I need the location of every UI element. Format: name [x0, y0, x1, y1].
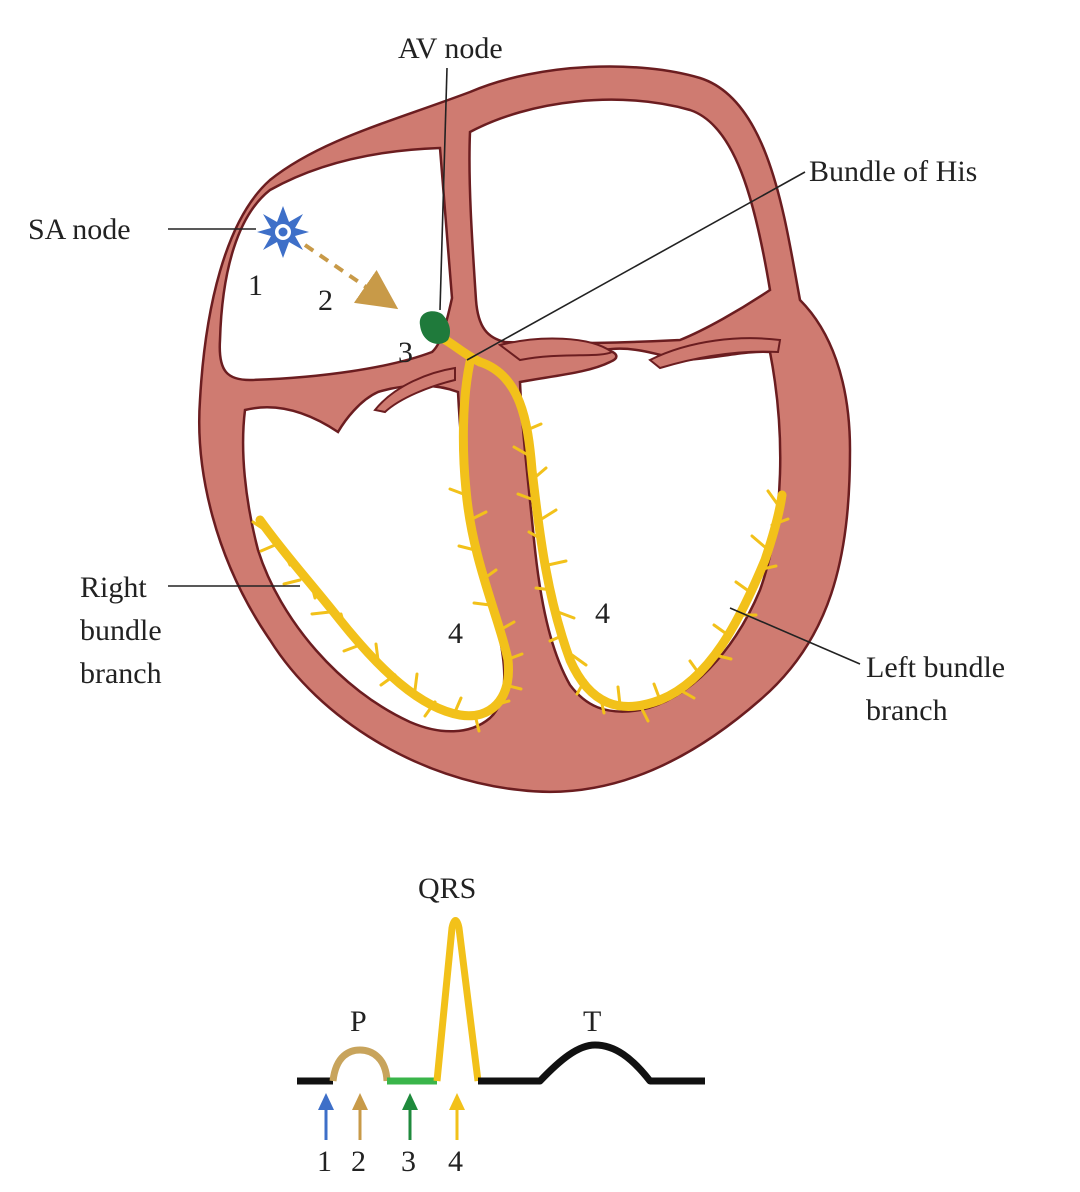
- ecg-trace: [297, 917, 705, 1085]
- ecg-p-label: P: [350, 1005, 367, 1038]
- ecg-arrow-4-label: 4: [448, 1145, 463, 1178]
- ecg-arrow-3-label: 3: [401, 1145, 416, 1178]
- ecg-arrow-1: [318, 1093, 334, 1140]
- left-bundle-label-2: branch: [866, 694, 948, 727]
- ecg-qrs-label: QRS: [418, 872, 476, 905]
- ecg-st-and-t-wave: [478, 1041, 705, 1085]
- sa-node-icon: [257, 206, 309, 258]
- av-node-label: AV node: [398, 32, 503, 65]
- leader-lines: [168, 67, 861, 665]
- right-bundle-label-1: Right: [80, 571, 147, 604]
- ecg-arrow-2-label: 2: [351, 1145, 366, 1178]
- ecg-arrow-3: [402, 1093, 418, 1140]
- right-bundle-label-3: branch: [80, 657, 162, 690]
- mitral-leaflet: [497, 337, 614, 362]
- step-3-label: 3: [398, 336, 413, 369]
- right-bundle-branch-main: [255, 357, 513, 721]
- left-bundle-branch-main: [475, 357, 787, 711]
- step-1-label: 1: [248, 269, 263, 302]
- ecg-p-wave: [329, 1046, 391, 1082]
- av-node: [419, 311, 450, 344]
- right-valve-flap: [373, 366, 456, 414]
- step-2-label: 2: [318, 284, 333, 317]
- left-bundle-label-1: Left bundle: [866, 651, 1005, 684]
- ecg-qrs-complex: [433, 917, 482, 1082]
- sa-node-label: SA node: [28, 213, 131, 246]
- left-atrium-cavity: [468, 98, 772, 345]
- conduction-system: [251, 333, 790, 733]
- right-bundle-label-2: bundle: [80, 614, 162, 647]
- bundle-of-his-label: Bundle of His: [809, 155, 977, 188]
- ecg-t-label: T: [583, 1005, 601, 1038]
- ecg-arrow-1-label: 1: [317, 1145, 332, 1178]
- purkinje-fibers: [251, 422, 790, 733]
- impulse-arrow: [303, 243, 399, 310]
- ecg-arrows: [318, 1093, 465, 1140]
- ecg-arrow-2: [352, 1093, 368, 1140]
- ecg-arrow-4: [449, 1093, 465, 1140]
- left-valve-flap: [648, 337, 782, 370]
- step-4-right-label: 4: [448, 617, 463, 650]
- step-4-left-label: 4: [595, 597, 610, 630]
